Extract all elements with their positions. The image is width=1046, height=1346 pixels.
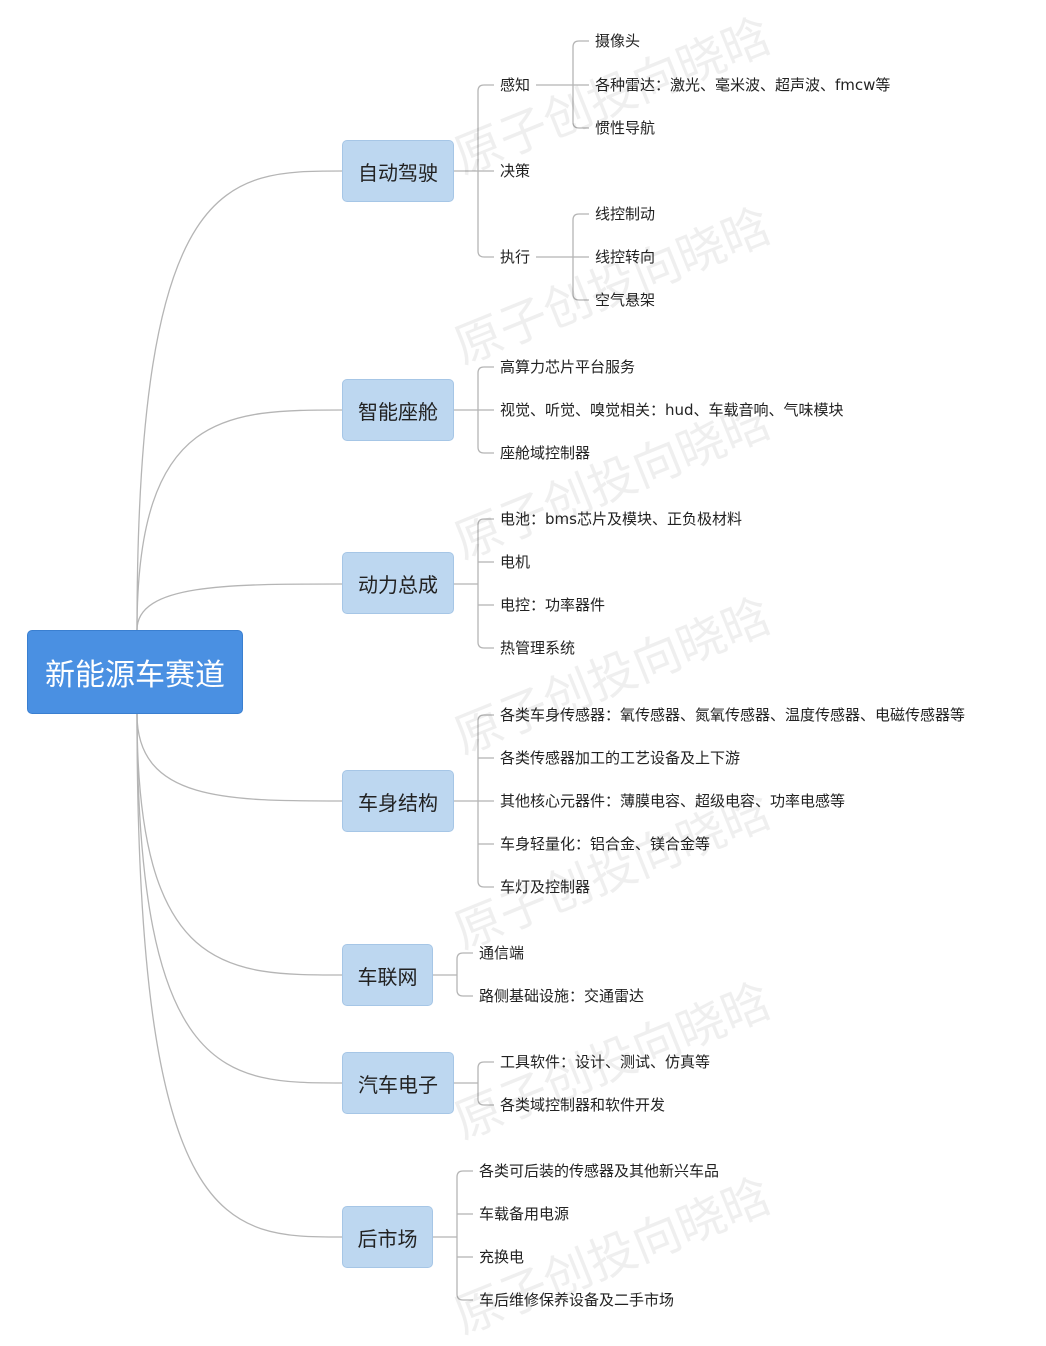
grandchild-node[interactable]: 线控制动 (595, 205, 656, 223)
child-node[interactable]: 电机 (500, 553, 531, 571)
child-node[interactable]: 车灯及控制器 (500, 878, 591, 896)
child-node[interactable]: 高算力芯片平台服务 (500, 358, 636, 376)
connector-line (477, 366, 494, 374)
connector-line (572, 40, 589, 48)
child-node[interactable]: 车后维修保养设备及二手市场 (479, 1291, 675, 1309)
branch-node[interactable]: 智能座舱 (342, 379, 454, 441)
branch-node[interactable]: 汽车电子 (342, 1052, 454, 1114)
grandchild-node[interactable]: 摄像头 (595, 32, 641, 50)
child-node[interactable]: 通信端 (479, 944, 525, 962)
grandchild-node[interactable]: 惯性导航 (595, 119, 656, 137)
child-node[interactable]: 路侧基础设施：交通雷达 (479, 987, 645, 1005)
connector-line (136, 583, 343, 631)
connector-line (572, 213, 589, 221)
connector-line (572, 121, 589, 129)
child-node[interactable]: 执行 (500, 248, 531, 266)
connector-line (136, 713, 343, 976)
child-node[interactable]: 各类域控制器和软件开发 (500, 1096, 666, 1114)
connector-line (477, 1061, 494, 1069)
connector-line (477, 84, 494, 92)
connector-line (477, 1098, 494, 1106)
root-node[interactable]: 新能源车赛道 (27, 630, 243, 714)
child-node[interactable]: 电控：功率器件 (500, 596, 606, 614)
connector-line (477, 446, 494, 454)
child-node[interactable]: 车载备用电源 (479, 1205, 570, 1223)
child-node[interactable]: 感知 (500, 76, 531, 94)
branch-node[interactable]: 动力总成 (342, 552, 454, 614)
connector-line (456, 1170, 473, 1178)
connector-line (136, 713, 343, 1238)
branch-node[interactable]: 后市场 (342, 1206, 433, 1268)
connector-line (477, 880, 494, 888)
connector-line (456, 989, 473, 997)
child-node[interactable]: 各类可后装的传感器及其他新兴车品 (479, 1162, 720, 1180)
child-node[interactable]: 决策 (500, 162, 531, 180)
connector-line (136, 713, 343, 802)
grandchild-node[interactable]: 空气悬架 (595, 291, 656, 309)
connector-line (477, 250, 494, 258)
child-node[interactable]: 各类传感器加工的工艺设备及上下游 (500, 749, 741, 767)
connector-line (477, 641, 494, 649)
connector-line (456, 952, 473, 960)
connector-line (136, 409, 343, 631)
connector-line (136, 170, 343, 631)
grandchild-node[interactable]: 各种雷达：激光、毫米波、超声波、fmcw等 (595, 76, 891, 94)
connector-line (456, 1293, 473, 1301)
branch-node[interactable]: 车身结构 (342, 770, 454, 832)
child-node[interactable]: 热管理系统 (500, 639, 576, 657)
branch-node[interactable]: 车联网 (342, 944, 433, 1006)
connector-line (136, 713, 343, 1084)
child-node[interactable]: 充换电 (479, 1248, 525, 1266)
connector-line (477, 518, 494, 526)
child-node[interactable]: 工具软件：设计、测试、仿真等 (500, 1053, 711, 1071)
child-node[interactable]: 车身轻量化：铝合金、镁合金等 (500, 835, 711, 853)
child-node[interactable]: 各类车身传感器：氧传感器、氮氧传感器、温度传感器、电磁传感器等 (500, 706, 966, 724)
child-node[interactable]: 电池：bms芯片及模块、正负极材料 (500, 510, 742, 528)
child-node[interactable]: 座舱域控制器 (500, 444, 591, 462)
child-node[interactable]: 视觉、听觉、嗅觉相关：hud、车载音响、气味模块 (500, 401, 844, 419)
grandchild-node[interactable]: 线控转向 (595, 248, 656, 266)
branch-node[interactable]: 自动驾驶 (342, 140, 454, 202)
connector-line (477, 714, 494, 722)
connector-line (572, 293, 589, 301)
child-node[interactable]: 其他核心元器件：薄膜电容、超级电容、功率电感等 (500, 792, 846, 810)
